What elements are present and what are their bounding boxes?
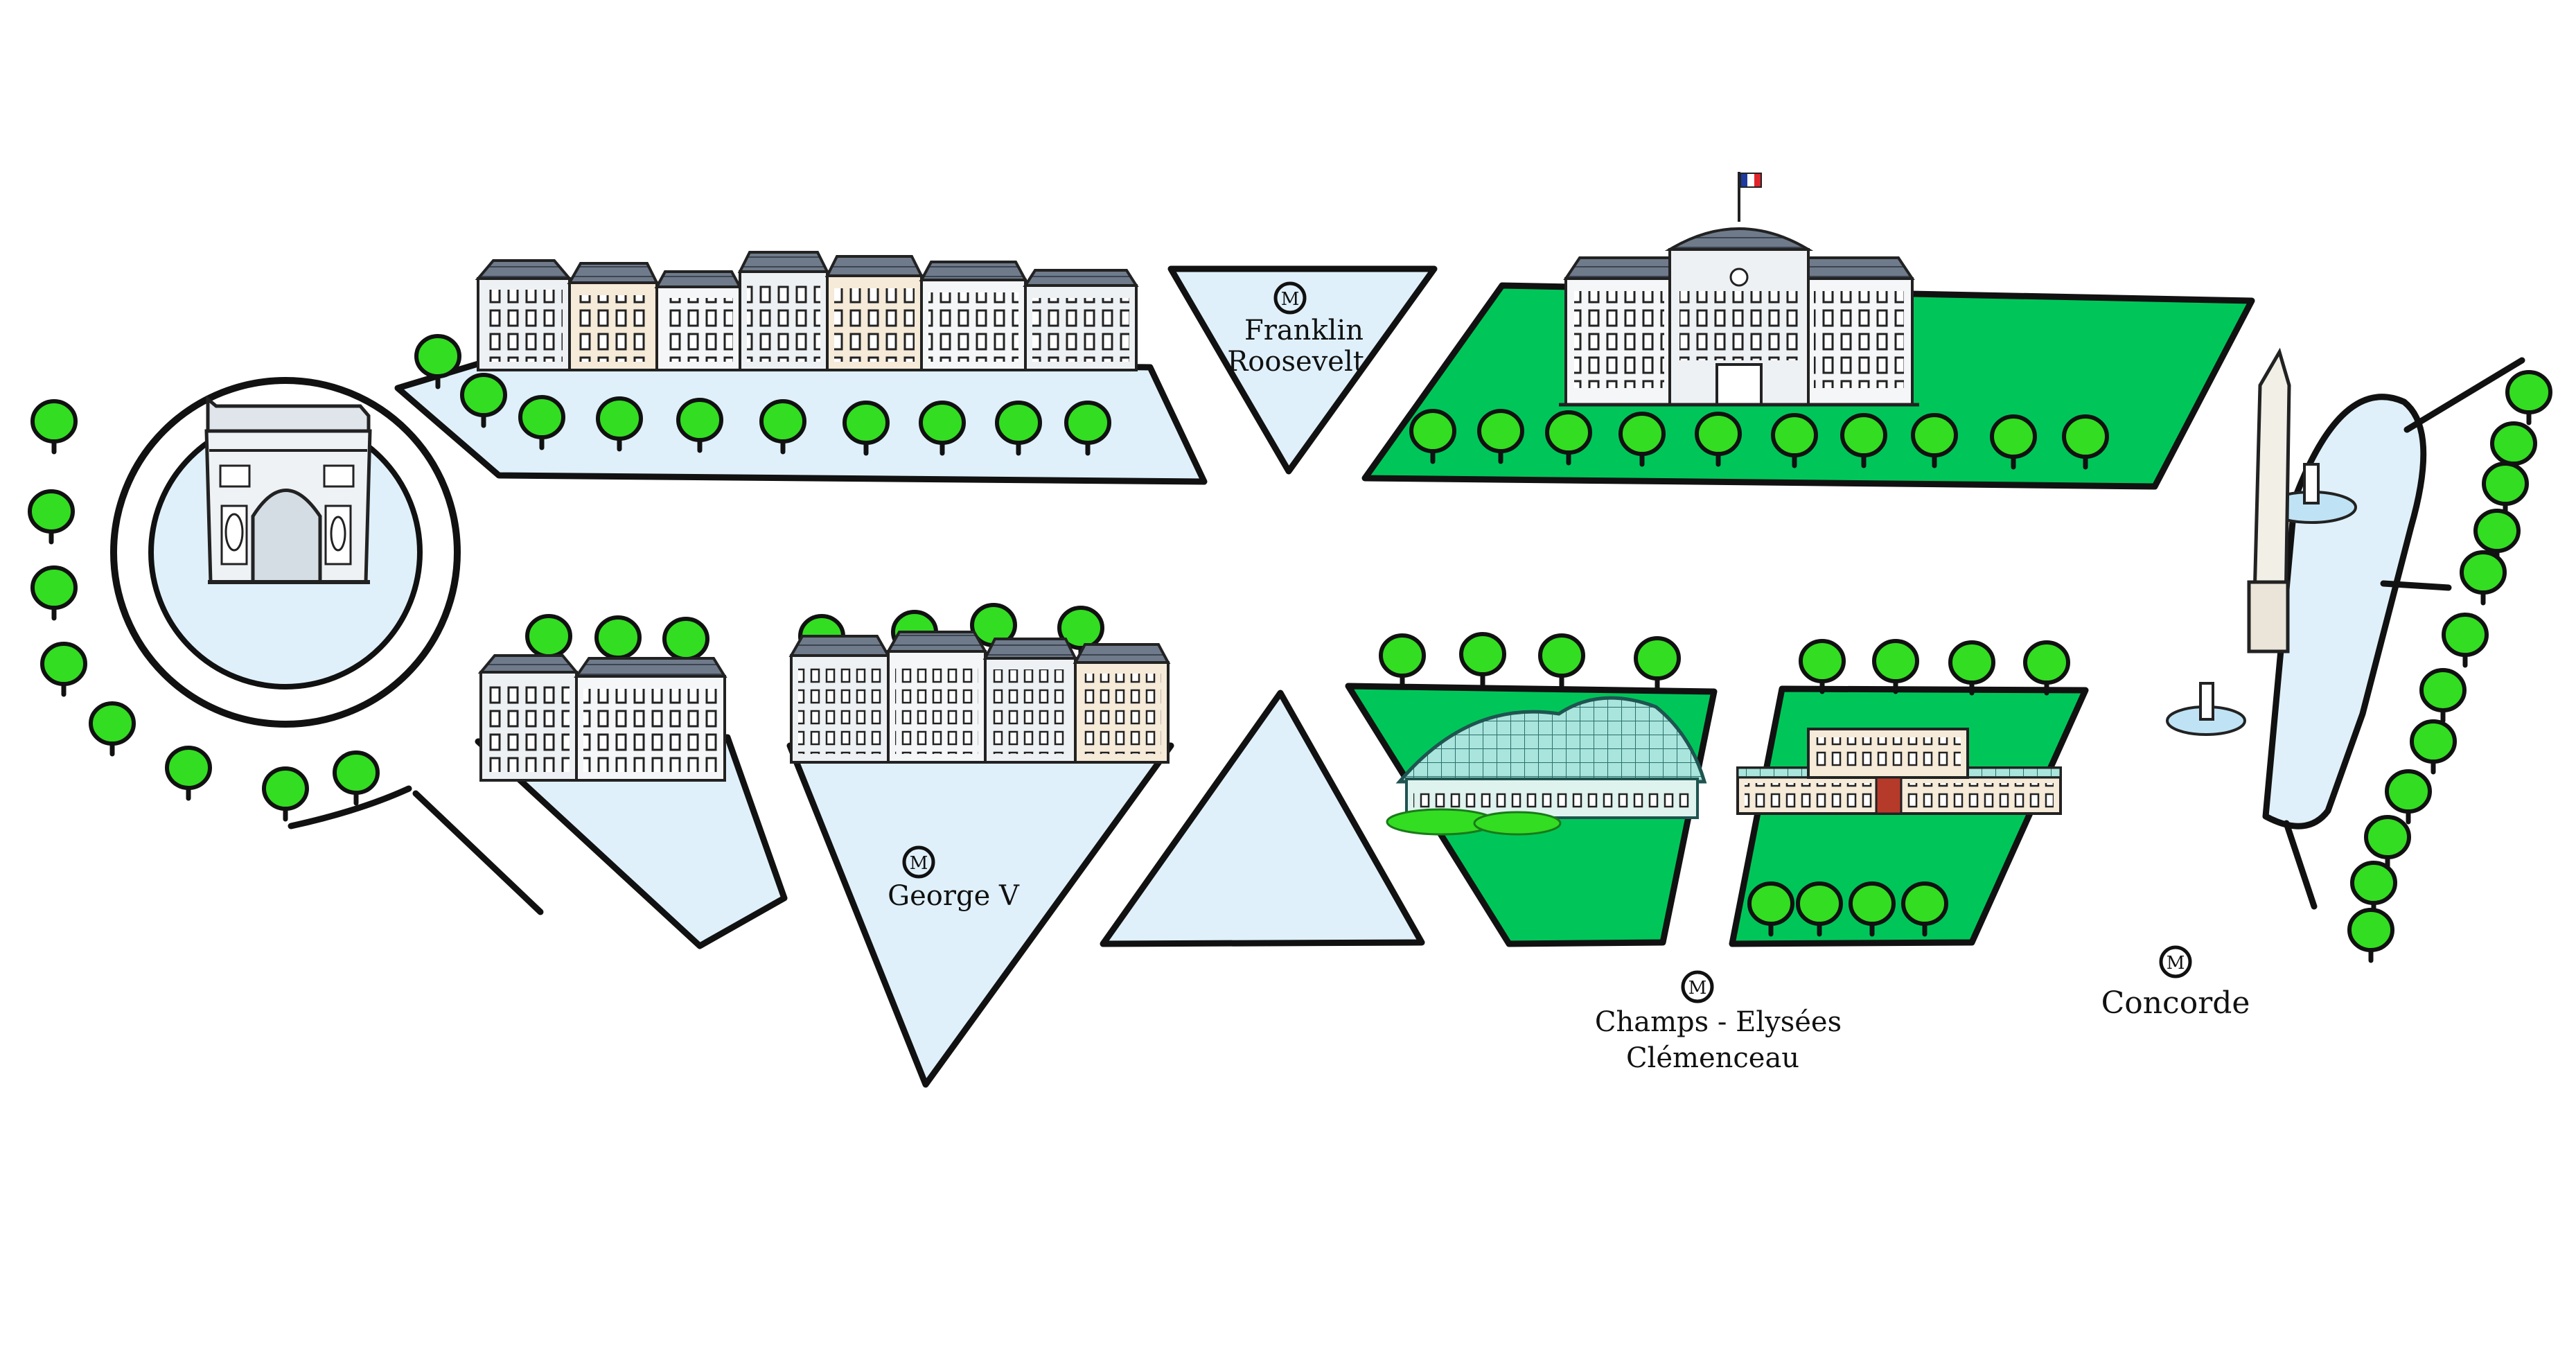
haussmann-buildings-george-v [788,631,1171,764]
arc-de-triomphe-icon [204,395,372,584]
petit-palais-icon [1736,728,2062,815]
metro-symbol: M [910,853,928,874]
obelisk-icon [2247,347,2291,653]
garden-petit-palais [1729,641,2089,947]
metro-symbol: M [1688,978,1707,999]
metro-symbol: M [1281,289,1300,310]
metro-champs-elysees-clemenceau: M Champs - Elysées Clémenceau [1595,970,1842,1074]
metro-icon [2159,945,2192,978]
metro-icon [1681,970,1714,1003]
station-label: Concorde [2101,985,2250,1021]
haussmann-buildings-bottom-left [477,654,727,782]
station-label: Clémenceau [1626,1042,1799,1074]
block-bottom-left [475,616,788,949]
avenue-line [288,785,412,829]
garden-grand-palais [1345,634,1718,947]
haussmann-buildings-top [475,251,1139,371]
avenue-line [412,790,544,915]
metro-george-v: M George V [786,605,1174,1088]
metro-icon [1273,281,1307,315]
station-label: Roosevelt [1227,346,1364,378]
garden-top-right [1361,172,2255,490]
fountain-icon [2166,682,2246,736]
metro-icon [902,845,935,879]
plaza-triangle [1100,690,1425,947]
station-label: George V [888,880,1020,912]
metro-franklin-roosevelt: M Franklin Roosevelt [1167,265,1438,475]
block-top-left [394,251,1208,485]
station-label: Champs - Elysées [1595,1006,1842,1038]
french-flag-icon [1738,172,1762,222]
fountain-icon [2266,463,2357,524]
trees-grand-palais [1381,634,1679,689]
metro-concorde: M Concorde [2101,945,2250,1021]
station-label: Franklin [1244,315,1364,346]
metro-symbol: M [2167,953,2185,974]
grand-palais-icon [1386,696,1707,836]
elysee-palace-icon [1559,227,1919,407]
place-de-la-concorde [2166,347,2550,960]
